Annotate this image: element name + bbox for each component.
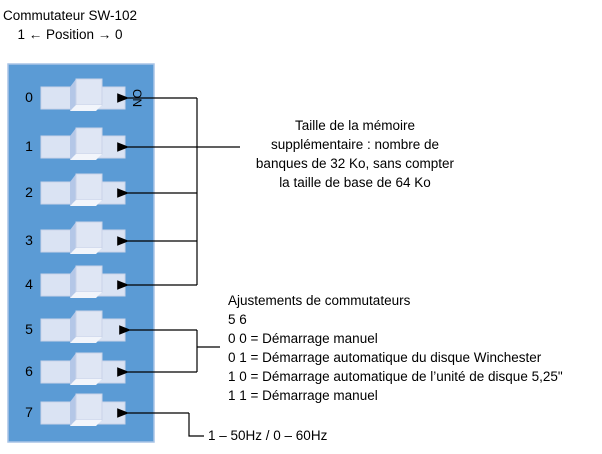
title-line-1: Commutateur SW-102 (2, 8, 138, 23)
switch-number-label: 1 (25, 138, 33, 154)
switch-number-label: 7 (25, 404, 33, 420)
dip-switch-6[interactable] (40, 352, 126, 385)
dip-switch-4[interactable] (40, 265, 126, 298)
switch-number-label: 3 (25, 232, 33, 248)
memory-note-line: la taille de base de 64 Ko (279, 175, 431, 190)
dip-switch-2[interactable] (40, 173, 126, 206)
settings-row: 0 0 = Démarrage manuel (228, 331, 378, 346)
frequency-note: 1 – 50Hz / 0 – 60Hz (208, 428, 328, 443)
memory-note-line: banques de 32 Ko, sans compter (255, 156, 455, 171)
switch-number-label: 2 (25, 184, 33, 200)
dip-switch-3[interactable] (40, 221, 126, 254)
settings-heading: Ajustements de commutateurs (228, 293, 411, 308)
switch-number-label: 4 (25, 276, 33, 292)
switch-number-label: 6 (25, 363, 33, 379)
dip-switch-0[interactable] (40, 78, 126, 111)
on-label: ON (130, 89, 144, 107)
dip-switch-1[interactable] (40, 127, 126, 160)
settings-columns: 5 6 (228, 312, 247, 327)
settings-row: 1 0 = Démarrage automatique de l’unité d… (228, 369, 563, 384)
switch-number-label: 0 (25, 89, 33, 105)
title-line-2: 1 ← Position → 0 (17, 27, 123, 42)
memory-note-line: Taille de la mémoire (294, 118, 416, 133)
switch-number-label: 5 (25, 321, 33, 337)
dip-switch-5[interactable] (40, 310, 126, 343)
dip-switch-7[interactable] (40, 393, 126, 426)
memory-note-line: supplémentaire : nombre de (270, 137, 440, 152)
settings-row: 0 1 = Démarrage automatique du disque Wi… (228, 350, 542, 365)
connector-lines (117, 93, 240, 437)
settings-row: 1 1 = Démarrage manuel (228, 388, 378, 403)
